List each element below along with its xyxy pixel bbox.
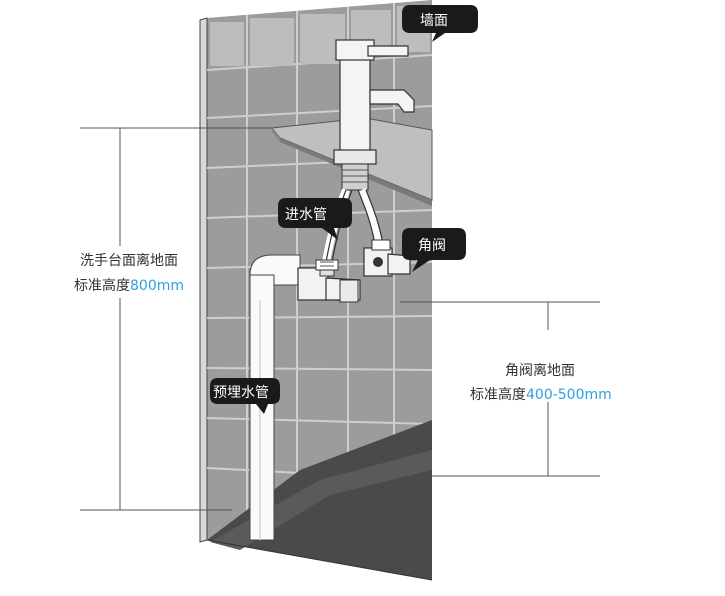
valve-height-value-row: 标准高度400-500mm <box>470 384 612 404</box>
inlet-pipe-label: 进水管 <box>285 207 327 223</box>
basin-height-value-row: 标准高度800mm <box>74 275 184 295</box>
basin-height-label: 洗手台面离地面 <box>80 250 178 270</box>
valve-height-label: 角阀离地面 <box>505 360 575 380</box>
basin-height-value: 800mm <box>130 278 184 294</box>
basin-height-prefix: 标准高度 <box>74 278 130 294</box>
valve-height-value: 400-500mm <box>526 387 612 403</box>
embedded-pipe-label: 预埋水管 <box>213 385 269 401</box>
valve-height-prefix: 标准高度 <box>470 387 526 403</box>
wall-label: 墙面 <box>420 13 448 29</box>
angle-valve-label: 角阀 <box>418 238 446 254</box>
